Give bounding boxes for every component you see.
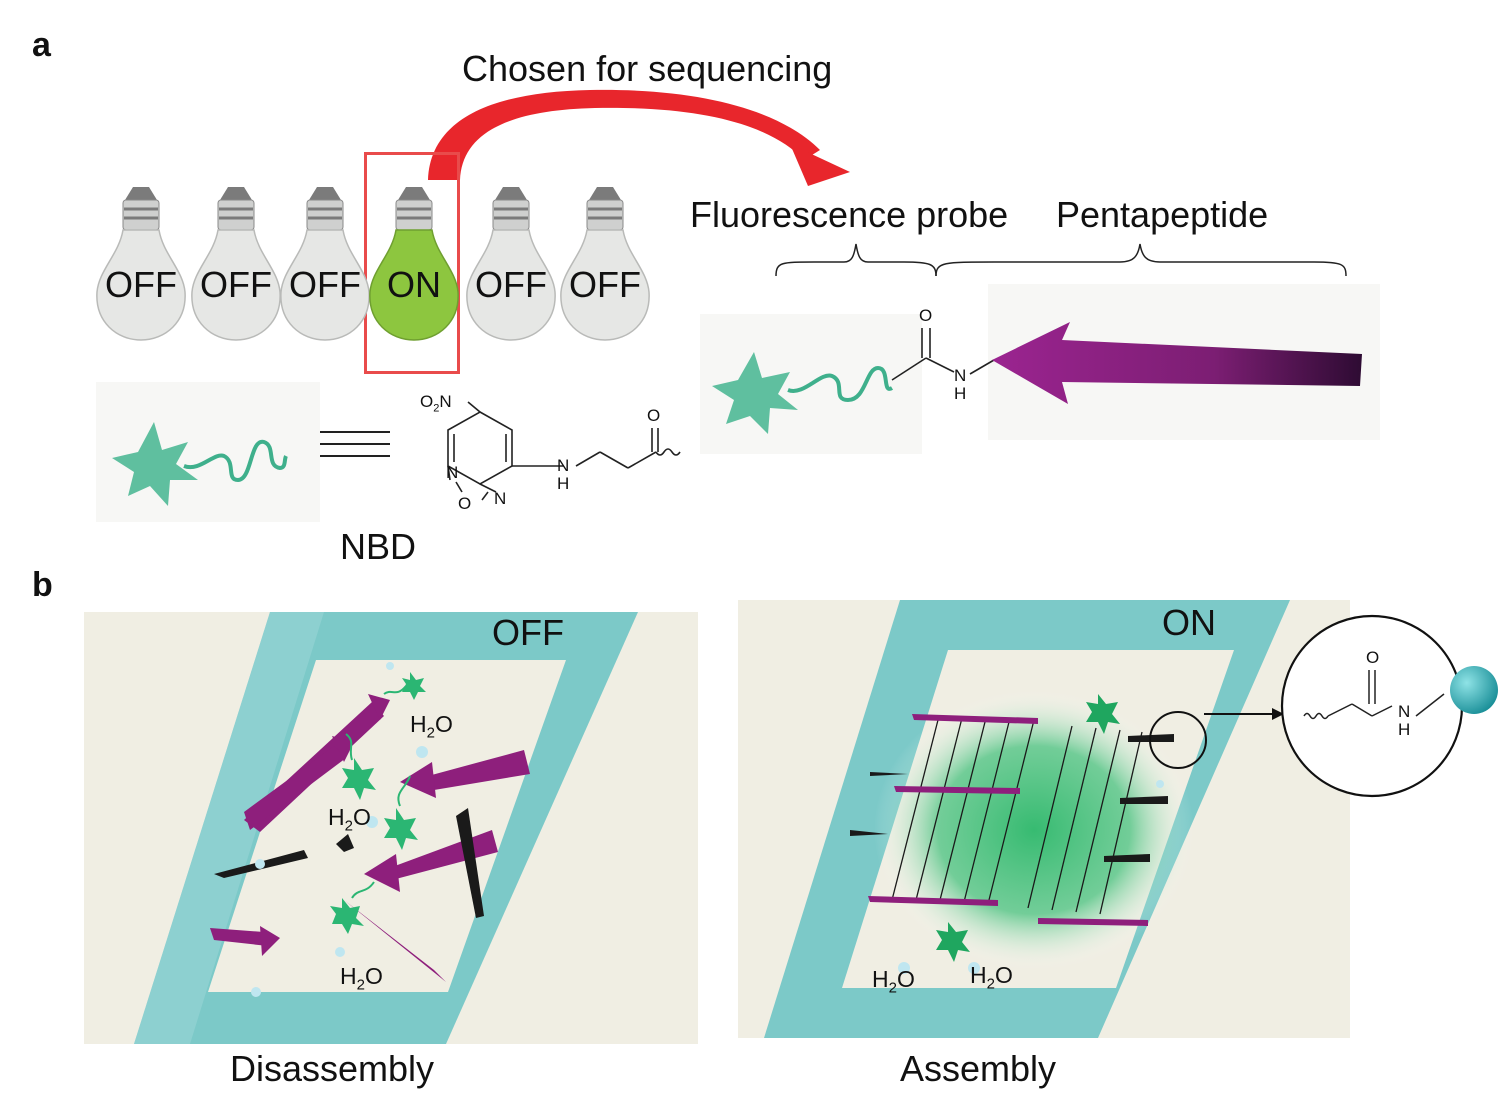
probe-peptide-conjugate — [700, 284, 1380, 454]
disassembly-caption: Disassembly — [230, 1048, 435, 1089]
nbd-carbonyl-o: O — [647, 406, 661, 425]
nbd-no2-label: O2N — [420, 392, 452, 415]
bulb-4-state: ON — [387, 264, 441, 305]
disassembly-panel — [84, 612, 698, 1044]
bulb-6: OFF — [557, 184, 653, 344]
bulb-5-state: OFF — [475, 264, 547, 305]
nbd-nh-h: H — [557, 474, 570, 493]
bulb-5: OFF — [463, 184, 559, 344]
nbd-label: NBD — [340, 526, 417, 567]
bulb-2-state: OFF — [200, 264, 272, 305]
bulb-1-state: OFF — [105, 264, 177, 305]
nbd-n-top: N — [446, 463, 459, 482]
selection-arrow — [428, 89, 850, 186]
amide-h: H — [954, 384, 967, 403]
selected-bulb-box — [364, 152, 460, 374]
bulb-1: OFF — [93, 184, 189, 344]
nbd-structure — [447, 401, 681, 501]
bulb-6-state: OFF — [569, 264, 641, 305]
water-label-2: H2O — [328, 804, 371, 835]
inset-h: H — [1398, 720, 1411, 739]
inset-o: O — [1366, 648, 1380, 667]
bulb-3-state: OFF — [289, 264, 361, 305]
bulb-4-on: ON — [366, 184, 462, 344]
water-label-5: H2O — [970, 962, 1013, 993]
equivalence-sign — [320, 431, 390, 457]
panel-b-letter: b — [32, 566, 53, 604]
label-braces — [775, 243, 1347, 277]
water-label-4: H2O — [872, 966, 915, 997]
water-label-1: H2O — [410, 711, 453, 742]
chosen-for-sequencing-label: Chosen for sequencing — [462, 48, 833, 89]
nbd-nh-n: N — [557, 456, 570, 475]
amide-o: O — [919, 306, 933, 325]
assembly-caption: Assembly — [900, 1048, 1057, 1089]
nbd-o-ring: O — [458, 494, 472, 513]
assembly-panel — [738, 600, 1350, 1038]
pentapeptide-label: Pentapeptide — [1056, 194, 1269, 235]
nbd-probe-icon — [96, 382, 320, 522]
panel-a-letter: a — [32, 26, 51, 64]
nbd-n-bottom: N — [494, 489, 507, 508]
bulb-2: OFF — [188, 184, 284, 344]
on-state-label: ON — [1162, 602, 1216, 643]
inset-n: N — [1398, 702, 1411, 721]
fluorescence-probe-label: Fluorescence probe — [690, 194, 1009, 235]
water-label-3: H2O — [340, 963, 383, 994]
amide-inset — [1280, 614, 1498, 798]
bulb-3: OFF — [277, 184, 373, 344]
amide-n: N — [954, 366, 967, 385]
off-state-label: OFF — [492, 612, 564, 653]
